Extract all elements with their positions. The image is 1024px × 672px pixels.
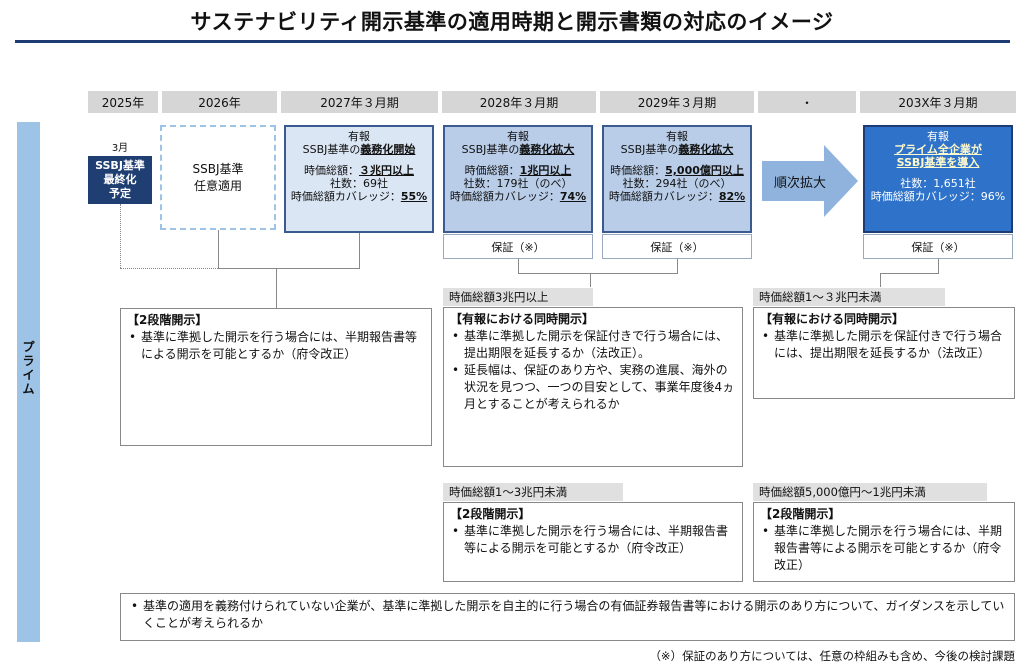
connector-right-down [880,273,881,287]
tab-3trillion-plus: 時価総額3兆円以上 [443,288,593,306]
connector-dotted-h [120,268,220,269]
connector-mid-h [518,273,678,274]
timeline-2026: 2026年 [162,91,277,113]
footnote: （※）保証のあり方については、任意の枠組みも含め、今後の検討課題 [649,649,1015,663]
expansion-arrow-label: 順次拡大 [773,176,826,191]
yuho-2029-box: 有報 SSBJ基準の義務化拡大 時価総額：5,000億円以上 社数：294社（の… [602,125,752,233]
connector-2029-down [677,259,678,273]
prime-label: プライム [22,340,35,396]
tab-500bn-to-1trillion: 時価総額5,000億円～1兆円未満 [753,483,987,501]
page-title: サステナビリティ開示基準の適用時期と開示書類の対応のイメージ [190,10,834,34]
timeline-2025: 2025年 [88,91,158,113]
assurance-203x: 保証（※） [863,234,1013,259]
connector-mid-down [590,273,591,287]
yuho-2027-box: 有報 SSBJ基準の義務化開始 時価総額：３兆円以上 社数：69社 時価総額カバ… [284,125,434,233]
connector-left-down [276,268,277,308]
timeline-2027: 2027年３月期 [281,91,438,113]
ssbj-final-box: SSBJ基準 最終化 予定 [88,156,152,204]
connector-left-h [218,268,360,269]
two-stage-disclosure-right: 【2段階開示】 基準に準拠した開示を行う場合には、半期報告書等による開示を可能と… [753,502,1015,582]
connector-2028-down [518,259,519,273]
connector-2027-down [359,233,360,268]
connector-dotted-v [120,204,121,268]
ssbj-final-month: 3月 [111,143,129,154]
voluntary-guidance-note: 基準の適用を義務付けられていない企業が、基準に準拠した開示を自主的に行う場合の有… [120,593,1015,641]
tab-1to3trillion-right: 時価総額1～３兆円未満 [753,288,945,306]
two-stage-disclosure-mid: 【2段階開示】 基準に準拠した開示を行う場合には、半期報告書等による開示を可能と… [443,502,743,582]
connector-right-h [880,273,939,274]
assurance-2028: 保証（※） [443,234,593,259]
timeline-203x: 203X年３月期 [860,91,1016,113]
connector-203x-down [938,259,939,273]
simultaneous-disclosure-mid: 【有報における同時開示】 基準に準拠した開示を保証付きで行う場合には、提出期限を… [443,307,743,467]
yuho-2028-box: 有報 SSBJ基準の義務化拡大 時価総額：1兆円以上 社数：179社（のべ） 時… [443,125,593,233]
two-stage-disclosure-left: 【2段階開示】 基準に準拠した開示を行う場合には、半期報告書等による開示を可能と… [120,308,432,446]
timeline-ellipsis: ・ [758,91,856,113]
yuho-203x-box: 有報 プライム全企業が SSBJ基準を導入 社数：1,651社 時価総額カバレッ… [863,125,1013,233]
timeline-2029: 2029年３月期 [600,91,754,113]
tab-1to3trillion-mid: 時価総額1～3兆円未満 [443,483,623,501]
timeline-2028: 2028年３月期 [442,91,596,113]
title-divider [15,40,1010,43]
simultaneous-disclosure-right: 【有報における同時開示】 基準に準拠した開示を保証付きで行う場合には、提出期限を… [753,307,1015,399]
assurance-2029: 保証（※） [602,234,752,259]
voluntary-adoption-box: SSBJ基準 任意適用 [160,125,276,230]
connector-voluntary-down [218,230,219,268]
prime-sidebar [17,122,40,642]
expansion-arrow-icon [762,145,858,217]
